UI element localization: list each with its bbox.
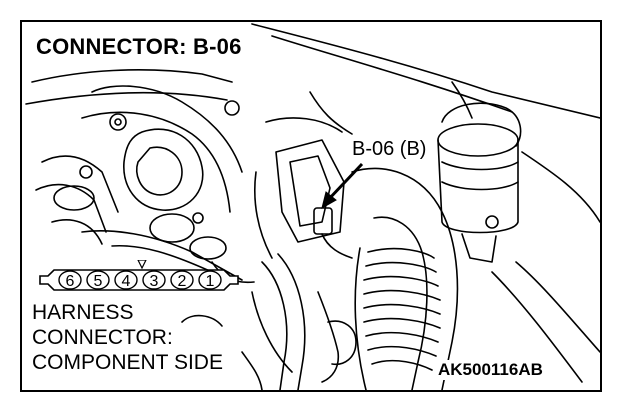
pin-cell-1	[198, 270, 222, 290]
engine-bay-illustration	[25, 23, 600, 390]
harness-caption-line-1: HARNESS	[32, 300, 138, 325]
connector-title: CONNECTOR: B-06	[36, 34, 246, 60]
diagram-frame: CONNECTOR: B-06 B-06 (B) 6 5 4 3 2 1 HARNESS …	[20, 20, 602, 392]
pin-label-5: 5	[94, 273, 103, 290]
harness-connector-pinout: 6 5 4 3 2 1	[39, 260, 239, 291]
pin-label-6: 6	[66, 273, 75, 290]
pin-label-2: 2	[178, 273, 187, 290]
pin-cell-3	[142, 270, 166, 290]
key-marker-icon	[137, 260, 147, 270]
callout-arrow	[321, 162, 364, 210]
pin-cell-2	[170, 270, 194, 290]
pin-label-3: 3	[150, 273, 159, 290]
harness-caption-line-2: CONNECTOR:	[32, 325, 177, 350]
connector-callout-label: B-06 (B)	[350, 138, 429, 161]
pin-cell-4	[114, 270, 138, 290]
harness-caption-line-3: COMPONENT SIDE	[32, 350, 227, 375]
figure-code: AK500116AB	[436, 360, 545, 380]
pin-cell-5	[86, 270, 110, 290]
pin-label-1: 1	[206, 273, 215, 290]
pin-label-4: 4	[122, 273, 131, 290]
harness-caption: HARNESS CONNECTOR: COMPONENT SIDE	[32, 300, 227, 375]
pin-cell-6	[58, 270, 82, 290]
